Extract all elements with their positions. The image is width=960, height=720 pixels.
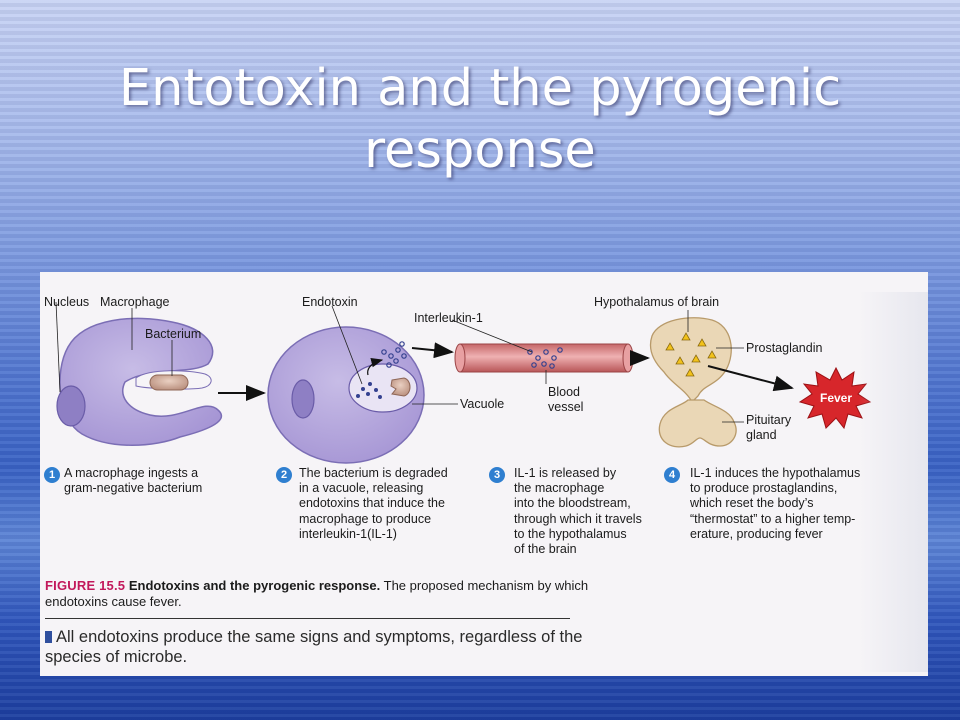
pituitary-gland [658,399,737,448]
pyrogenic-diagram: Nucleus Macrophage Bacterium Endotoxin V… [44,295,872,464]
label-blood-vessel-1: Blood [548,385,580,399]
step-4-line: to produce prostaglandins, [690,481,838,496]
degraded-bacterium [390,377,411,397]
summary-text: All endotoxins produce the same signs an… [45,628,583,666]
interleukin-particles-cell [381,341,407,368]
step-1-line: gram-negative bacterium [64,481,203,496]
step-1-line: A macrophage ingests a [64,466,199,480]
label-nucleus: Nucleus [44,295,89,309]
figure-caption-text: The proposed mechanism by which endotoxi… [45,578,589,609]
endotoxin-particles [356,382,382,399]
arrow-release-il1 [367,357,384,376]
step-3-line: IL-1 is released by [514,466,617,480]
step-number-3: 3 [489,467,505,483]
label-pituitary-1: Pituitary [746,413,792,427]
label-macrophage: Macrophage [100,295,170,309]
step-3-text: IL-1 is released by the macrophage into … [514,466,684,557]
step-2-text: The bacterium is degraded in a vacuole, … [299,466,499,542]
step-number-4: 4 [664,467,680,483]
macrophage-cell [59,317,222,446]
arrow-to-fever [707,365,794,392]
slide-title: Entotoxin and the pyrogenic response [118,59,842,180]
bullet-marker-icon [45,631,52,643]
figure-panel: Nucleus Macrophage Bacterium Endotoxin V… [40,272,928,676]
label-blood-vessel-2: vessel [548,400,583,414]
step-3-line: of the brain [514,542,577,557]
label-bacterium: Bacterium [145,327,201,341]
prostaglandin-triangles [665,332,717,377]
macrophage-nucleus-2 [291,379,315,419]
arrow-step2-to-step3 [411,342,454,359]
step-2-line: The bacterium is degraded [299,466,448,480]
interleukin-pointer [451,319,533,353]
label-hypothalamus: Hypothalamus of brain [594,295,719,309]
label-prostaglandin: Prostaglandin [746,341,822,355]
step-3-line: the macrophage [514,481,605,496]
step-4-line: erature, producing fever [690,526,823,541]
label-fever: Fever [820,391,852,405]
nucleus-pointer [55,301,61,393]
step-1-text: A macrophage ingests a gram-negative bac… [64,466,264,496]
step-3-line: through which it travels [514,511,642,526]
fever-burst [798,366,872,430]
caption-divider [45,618,570,619]
step-3-line: to the hypothalamus [514,526,627,541]
step-2-line: in a vacuole, releasing [299,481,424,496]
label-pituitary-2: gland [746,428,777,442]
macrophage-nucleus [56,385,86,427]
step-4-line: “thermostat” to a higher temp- [690,511,856,526]
infected-macrophage [267,326,425,464]
label-interleukin: Interleukin-1 [414,311,483,325]
step-3-line: into the bloodstream, [514,496,631,511]
step-4-line: which reset the body’s [690,496,814,511]
figure-heading: Endotoxins and the pyrogenic response. [128,578,381,593]
interleukin-particles-blood [527,347,563,369]
figure-caption: FIGURE 15.5 Endotoxins and the pyrogenic… [45,578,645,610]
label-vacuole: Vacuole [460,397,504,411]
step-4-text: IL-1 induces the hypothalamus to produce… [690,466,900,542]
label-endotoxin: Endotoxin [302,295,358,309]
endotoxin-pointer [331,305,363,385]
summary-note: All endotoxins produce the same signs an… [45,627,605,667]
step-2-line: macrophage to produce [299,511,432,526]
bacterium [149,374,189,391]
vessel-left-opening [454,343,466,373]
step-number-2: 2 [276,467,292,483]
blood-vessel [459,343,629,373]
vessel-right-opening [622,343,634,373]
step-2-line: interleukin-1(IL-1) [299,526,397,541]
hypothalamus [649,317,732,404]
step-4-line: IL-1 induces the hypothalamus [690,466,861,480]
figure-label: FIGURE 15.5 [45,578,126,593]
step-2-line: endotoxins that induce the [299,496,445,511]
step-number-1: 1 [44,467,60,483]
